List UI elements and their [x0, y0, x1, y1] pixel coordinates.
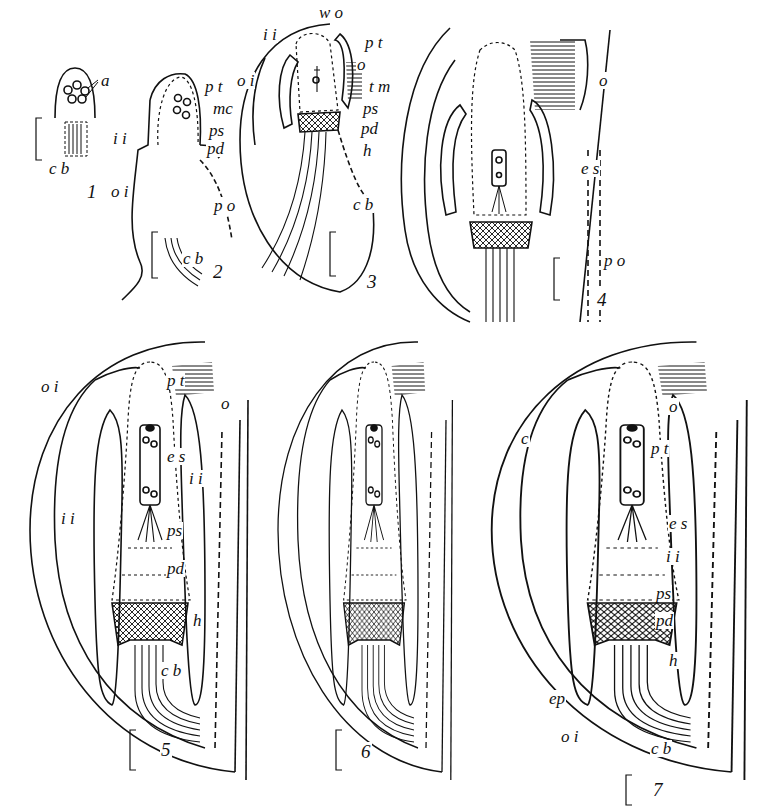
part-label: c b [182, 250, 204, 267]
part-label: ps [208, 122, 225, 139]
part-label: o [356, 56, 367, 73]
part-label: o i [560, 728, 579, 745]
part-label: ep [548, 690, 566, 707]
part-label: w o [318, 4, 344, 21]
part-label: p t [650, 440, 669, 457]
part-label: pd [206, 140, 225, 157]
figure-number: 2 [212, 262, 224, 281]
part-label: h [192, 612, 203, 629]
part-label: e s [166, 448, 186, 465]
figure-number: 5 [160, 740, 172, 759]
part-label: o i [40, 378, 59, 395]
part-label: pd [166, 560, 185, 577]
part-label: i i [60, 510, 76, 527]
part-label: e s [668, 515, 688, 532]
part-label: o i [236, 72, 255, 89]
part-label: i i [112, 130, 128, 147]
figure-number: 4 [596, 290, 608, 309]
figure-number: 3 [366, 272, 378, 291]
part-label: i i [188, 470, 204, 487]
part-label: t m [368, 78, 391, 95]
part-label: c b [650, 740, 672, 757]
figure-number: 6 [360, 742, 372, 761]
part-label: a [100, 72, 111, 89]
part-label: c b [160, 662, 182, 679]
part-label: o i [110, 183, 129, 200]
part-label: p o [603, 252, 626, 269]
figure-number: 7 [652, 780, 664, 799]
part-label: o [598, 72, 609, 89]
part-label: ps [655, 585, 672, 602]
part-label: mc [212, 100, 234, 117]
figure-number: 1 [86, 182, 98, 201]
part-label: p o [213, 197, 236, 214]
part-label: c [520, 430, 530, 447]
part-label: e s [580, 160, 600, 177]
part-label: ps [362, 100, 379, 117]
part-label: pd [360, 120, 379, 137]
part-label: o [668, 398, 679, 415]
part-label: h [362, 142, 373, 159]
part-label: ps [166, 522, 183, 539]
part-label: pd [655, 612, 674, 629]
part-label: p t [204, 78, 223, 95]
part-label: p t [166, 372, 185, 389]
part-label: i i [665, 548, 681, 565]
part-label: c b [352, 196, 374, 213]
part-label: o [220, 395, 231, 412]
part-label: i i [262, 26, 278, 43]
part-label: h [668, 652, 679, 669]
part-label: c b [48, 160, 70, 177]
part-label: p t [364, 34, 383, 51]
